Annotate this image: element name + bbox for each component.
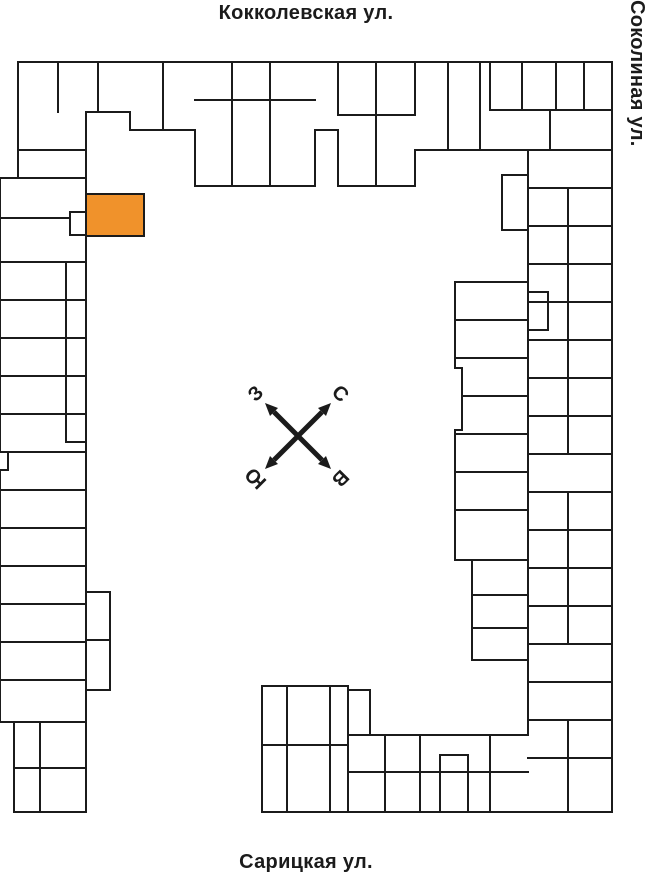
building-outline: [0, 61, 613, 813]
compass-arrowhead-ne: [318, 403, 331, 416]
street-label-bottom: Сарицкая ул.: [239, 851, 373, 873]
compass: С В Ю З: [241, 381, 353, 493]
compass-arrowhead-sw: [265, 456, 278, 469]
selected-unit-highlight[interactable]: [85, 193, 145, 237]
compass-arrows: [272, 410, 324, 462]
building-unit-partitions: [0, 61, 613, 813]
street-label-right: Соколиная ул.: [626, 0, 648, 147]
street-label-top: Кокколевская ул.: [218, 2, 394, 24]
compass-arrowhead-nw: [265, 403, 278, 416]
compass-arrowhead-se: [318, 456, 331, 469]
compass-west-label: З: [244, 382, 268, 406]
